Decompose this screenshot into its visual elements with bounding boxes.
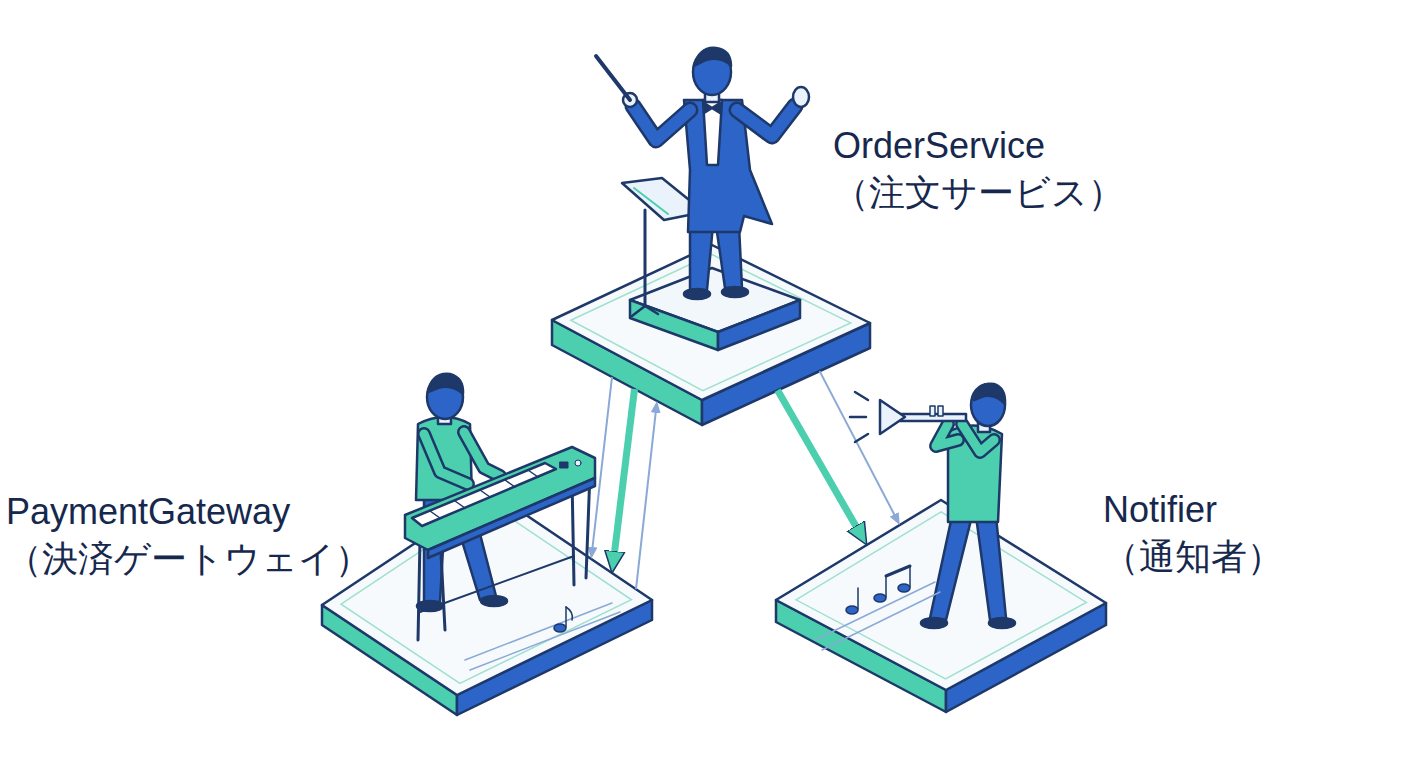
node-label: OrderService（注文サービス） (833, 122, 1124, 216)
component-gloss: （注文サービス） (833, 169, 1124, 216)
component-name: OrderService (833, 122, 1124, 169)
component-gloss: （通知者） (1103, 533, 1283, 580)
component-gloss: （決済ゲートウェイ） (6, 535, 371, 582)
node-label: Notifier（通知者） (1103, 486, 1283, 580)
component-name: Notifier (1103, 486, 1283, 533)
platform-slab (322, 480, 654, 718)
signal-arrow (820, 371, 897, 520)
signal-arrow (636, 407, 656, 589)
stage-platform: OrderService（注文サービス） (552, 245, 872, 430)
conductor-figure (596, 48, 809, 299)
call-arrow (613, 389, 634, 561)
node-label: PaymentGateway（決済ゲートウェイ） (6, 488, 371, 582)
platform-slab (776, 485, 1108, 715)
stage-platform: PaymentGateway（決済ゲートウェイ） (322, 480, 654, 718)
platform-slab (552, 245, 872, 430)
stage-platform: Notifier（通知者） (776, 485, 1108, 715)
component-name: PaymentGateway (6, 488, 371, 535)
call-arrow (778, 390, 861, 534)
